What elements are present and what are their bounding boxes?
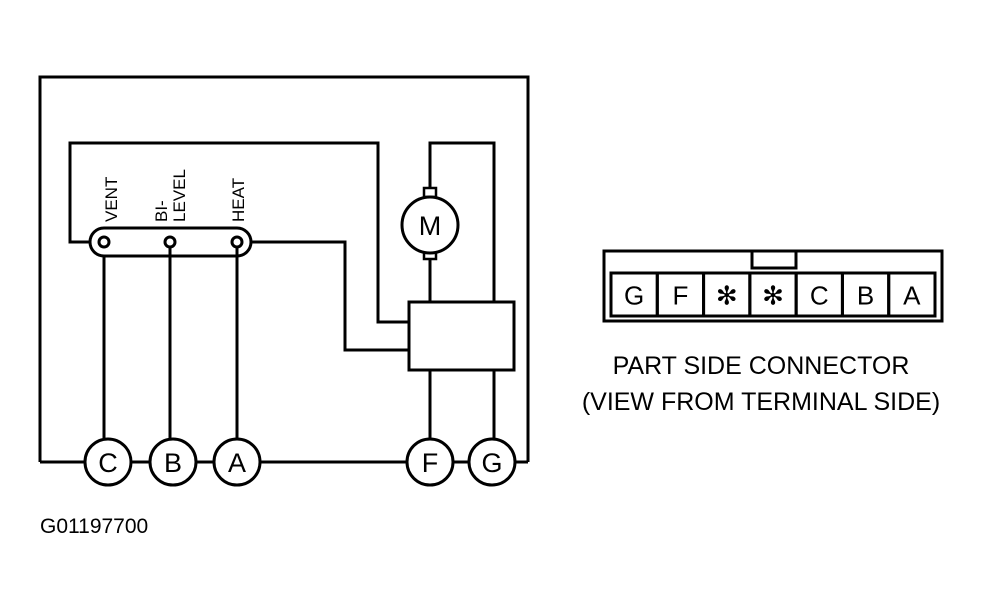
circuit-schematic: M VENT BI- LEVEL HEAT C B A F G <box>38 75 530 487</box>
figure-id: G01197700 <box>40 515 148 538</box>
svg-text:A: A <box>903 281 921 311</box>
connector-pin: ✻ <box>702 271 752 318</box>
switch-contact-heat <box>230 235 244 249</box>
connector-caption-line1: PART SIDE CONNECTOR <box>613 352 910 380</box>
motor-label: M <box>419 211 442 241</box>
connector-pin: F <box>655 271 706 318</box>
terminal-c: C <box>83 437 133 487</box>
svg-text:✻: ✻ <box>716 281 738 311</box>
switch-label-bilevel-1: BI- <box>152 200 171 222</box>
switch-label-heat: HEAT <box>229 178 248 222</box>
svg-text:G: G <box>624 281 644 311</box>
svg-text:G: G <box>481 448 502 478</box>
connector-pin: B <box>840 271 891 318</box>
connector-caption-line2: (VIEW FROM TERMINAL SIDE) <box>582 388 940 416</box>
svg-text:B: B <box>857 281 874 311</box>
switch-label-bilevel-2: LEVEL <box>170 169 189 222</box>
enclosure-outline <box>38 75 530 462</box>
svg-text:A: A <box>228 448 246 478</box>
switch-label-vent: VENT <box>102 177 121 222</box>
terminal-a: A <box>212 437 262 487</box>
connector-key <box>750 249 798 270</box>
svg-text:C: C <box>810 281 829 311</box>
svg-text:B: B <box>164 448 182 478</box>
terminal-f: F <box>405 437 455 487</box>
terminal-g: G <box>467 437 517 487</box>
connector-pin: ✻ <box>748 271 798 318</box>
wire-rail-right-to-control <box>251 240 409 352</box>
switch-contact-vent <box>97 235 111 249</box>
svg-text:F: F <box>672 281 688 311</box>
switch-contact-bilevel <box>163 235 177 249</box>
svg-text:✻: ✻ <box>762 281 784 311</box>
wire-motor-top <box>428 141 496 302</box>
control-module <box>407 300 516 372</box>
terminal-b: B <box>148 437 198 487</box>
motor-symbol <box>400 195 460 255</box>
wire-rail-to-control <box>68 141 409 324</box>
connector-pin: A <box>887 271 937 318</box>
svg-text:C: C <box>98 448 118 478</box>
connector-pin: C <box>794 271 844 318</box>
svg-text:F: F <box>422 448 439 478</box>
connector-pin: G <box>609 271 659 318</box>
